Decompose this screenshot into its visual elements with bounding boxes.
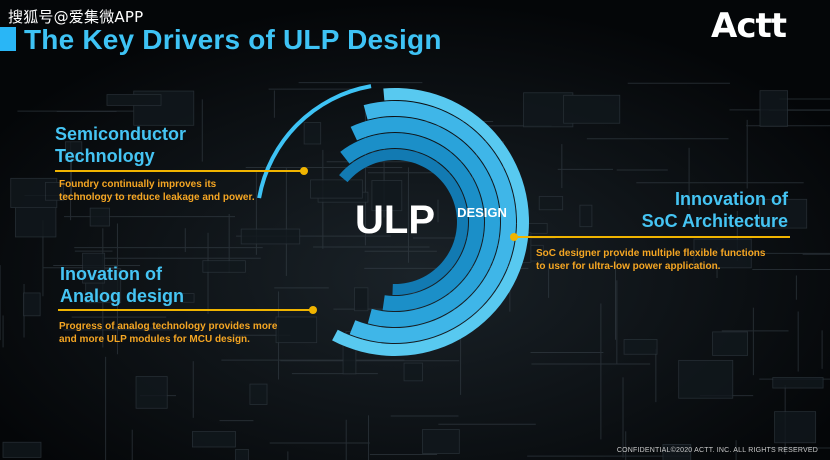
driver-heading: Innovation of SoC Architecture: [642, 188, 788, 232]
driver-description-line2: and more ULP modules for MCU design.: [59, 334, 250, 345]
driver-description-line1: SoC designer provide multiple flexible f…: [536, 248, 766, 259]
driver-heading-line2: Analog design: [60, 286, 185, 306]
driver-description: SoC designer provide multiple flexible f…: [536, 247, 765, 273]
page-title: The Key Drivers of ULP Design: [24, 24, 442, 55]
design-label: DESIGN: [457, 205, 507, 220]
title-accent-bar: [0, 27, 16, 51]
driver-description: Foundry continually improves its technol…: [59, 178, 255, 204]
driver-heading-line2: SoC Architecture: [641, 211, 788, 231]
driver-description-line2: technology to reduce leakage and power.: [59, 192, 255, 203]
driver-description: Progress of analog technology provides m…: [59, 320, 277, 346]
ulp-center-label: ULP: [355, 198, 435, 242]
connector-line: [514, 236, 790, 238]
actt-logo: Actt: [711, 6, 787, 46]
ring-accent-arc: [257, 84, 372, 199]
connector-line: [55, 170, 303, 172]
connector-dot: [510, 233, 518, 241]
ring-segment-4: [340, 133, 484, 311]
driver-description-line1: Progress of analog technology provides m…: [59, 321, 278, 332]
connector-dot: [309, 306, 317, 314]
driver-description-line2: to user for ultra-low power application.: [536, 261, 721, 272]
confidential-footer: CONFIDENTIAL©2020 ACTT. INC. ALL RIGHTS …: [616, 447, 818, 454]
driver-heading-line1: Innovation of: [675, 189, 788, 209]
driver-heading-line1: Inovation of: [60, 264, 162, 284]
driver-heading-line1: Semiconductor: [55, 124, 187, 144]
driver-heading: Inovation of Analog design: [60, 263, 184, 307]
connector-dot: [300, 167, 308, 175]
watermark-text: 搜狐号@爱集微APP: [8, 8, 144, 26]
driver-heading: Semiconductor Technology: [55, 123, 186, 167]
driver-description-line1: Foundry continually improves its: [59, 179, 217, 190]
driver-heading-line2: Technology: [55, 146, 155, 166]
ring-segment-5: [339, 149, 468, 295]
connector-line: [58, 309, 313, 311]
